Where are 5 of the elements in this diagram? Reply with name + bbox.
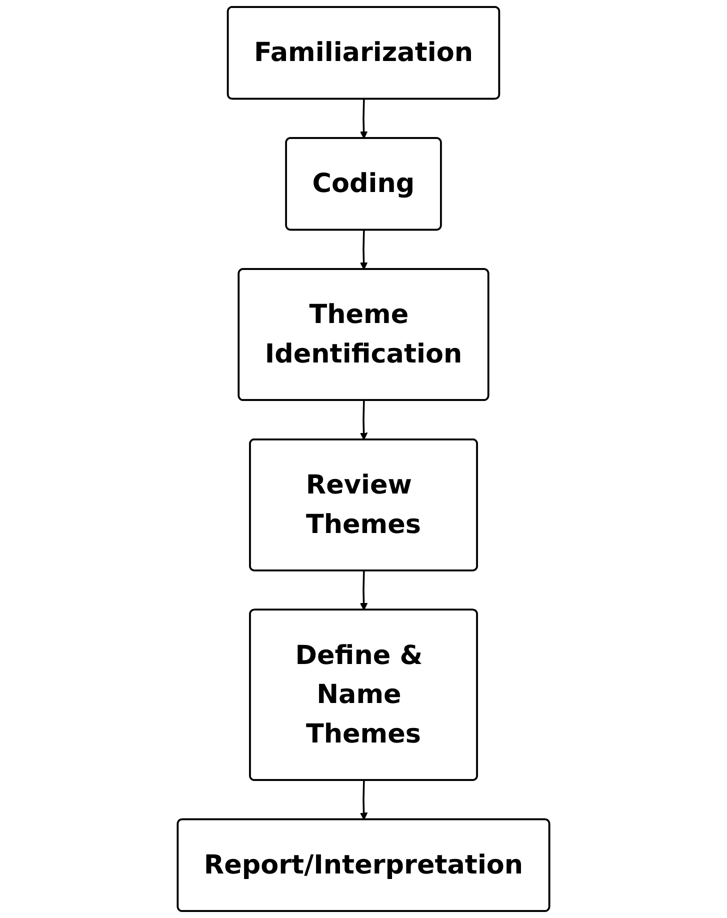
arrow bbox=[360, 99, 368, 139]
arrow bbox=[360, 230, 368, 270]
arrow bbox=[360, 570, 368, 610]
arrow bbox=[360, 400, 368, 440]
arrow bbox=[360, 780, 368, 820]
